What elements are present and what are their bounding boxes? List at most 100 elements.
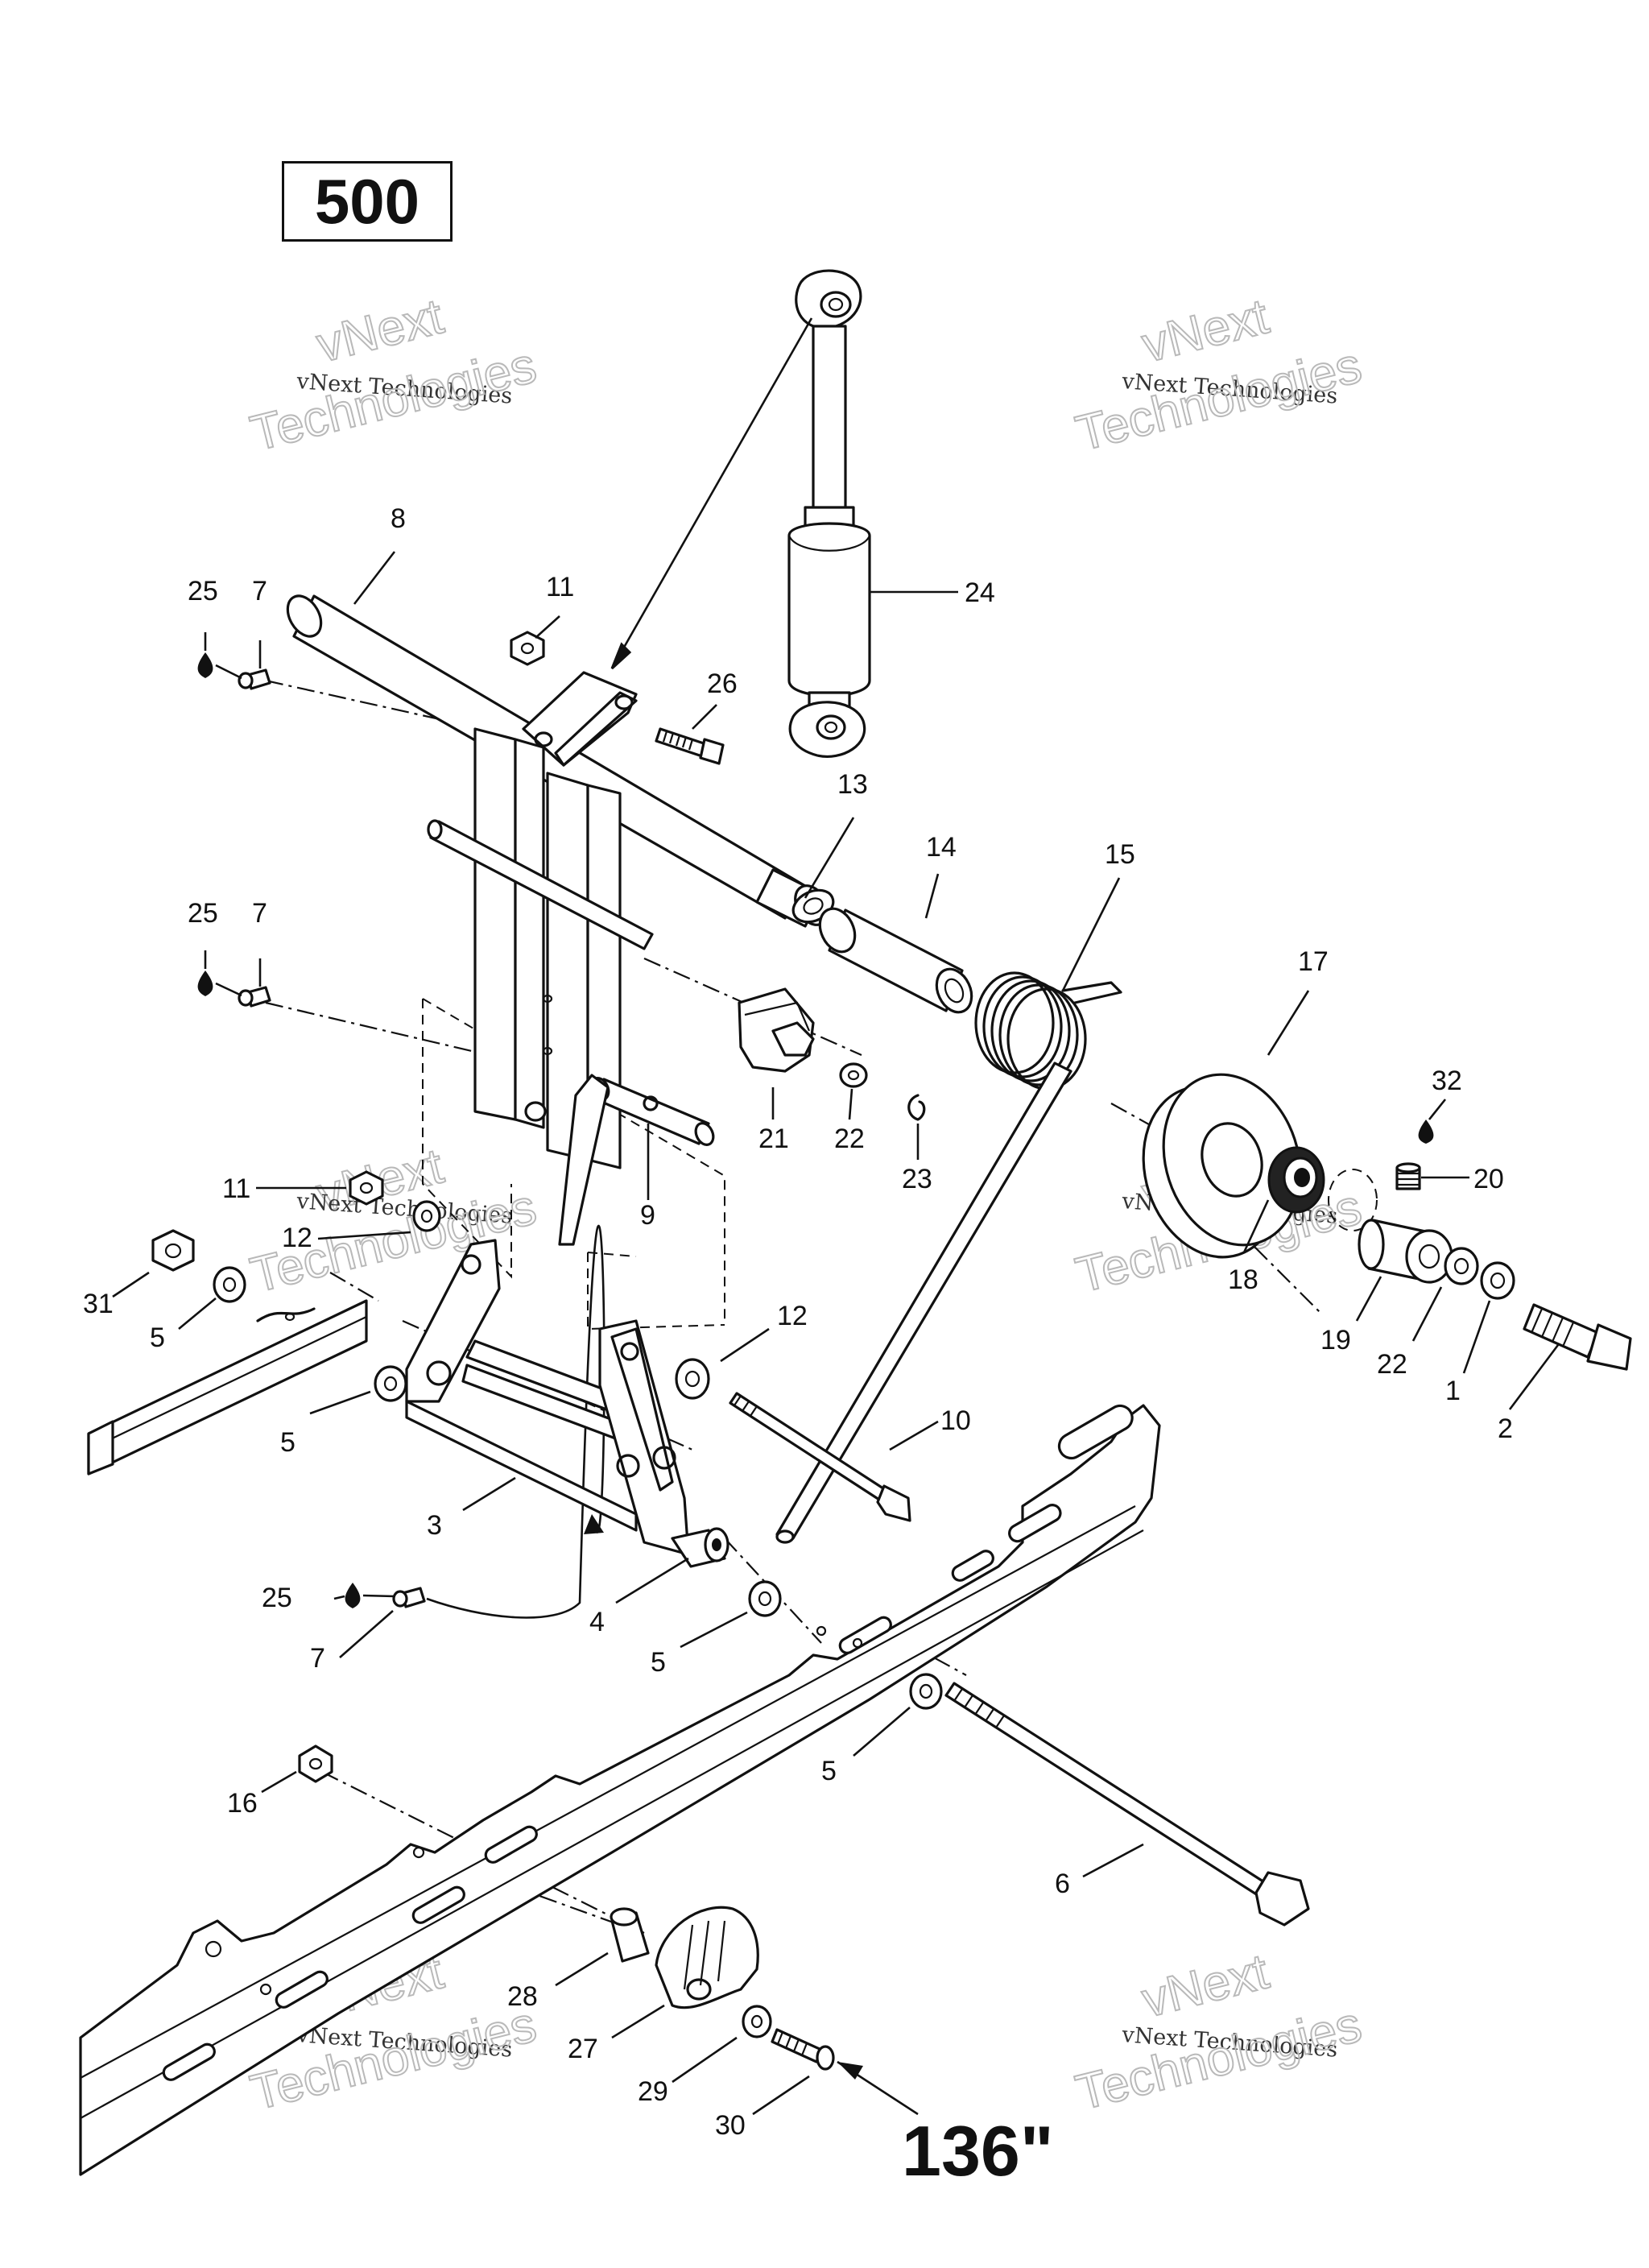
grease-fitting-top <box>197 652 271 690</box>
watermark-top-right: vNext vNext Technologies Technologies <box>1070 288 1368 462</box>
callout-7: 7 <box>310 1643 325 1674</box>
washer-5-top-left <box>213 1266 246 1303</box>
sleeve-28 <box>610 1907 650 1963</box>
callout-5: 5 <box>821 1756 837 1786</box>
callout-5: 5 <box>150 1322 165 1353</box>
set-screw-20 <box>1395 1162 1421 1190</box>
callout-22: 22 <box>1377 1349 1407 1380</box>
callout-7: 7 <box>252 898 267 929</box>
callout-28: 28 <box>507 1981 538 2012</box>
shock-mount-arrow <box>610 317 813 670</box>
adjuster-21 <box>738 987 815 1073</box>
callout-12: 12 <box>777 1301 808 1331</box>
grease-line-top <box>215 664 242 680</box>
washer-5-right <box>909 1673 943 1710</box>
callout-19: 19 <box>1320 1325 1351 1355</box>
washer-12-right <box>675 1358 710 1400</box>
grease-fitting-bottom <box>345 1583 426 1608</box>
spacer-14 <box>818 907 973 1014</box>
callout-32: 32 <box>1432 1066 1462 1096</box>
washer-5-mid-left <box>374 1365 407 1402</box>
grease-line-bottom <box>362 1594 395 1598</box>
model-label: 500 <box>314 165 420 237</box>
nut-11-lower <box>349 1170 384 1206</box>
callout-6: 6 <box>1055 1869 1070 1899</box>
clip-23 <box>907 1094 926 1121</box>
callout-24: 24 <box>965 577 995 608</box>
callout-25: 25 <box>188 898 218 929</box>
leader-lines <box>112 551 1560 2116</box>
svg-text:vNext: vNext <box>1137 1943 1274 2028</box>
callout-4: 4 <box>589 1607 605 1637</box>
callout-5: 5 <box>651 1647 666 1678</box>
torsion-spring-15 <box>775 971 1122 1544</box>
callout-12: 12 <box>282 1223 312 1253</box>
callout-20: 20 <box>1473 1164 1504 1194</box>
callout-2: 2 <box>1498 1413 1513 1444</box>
watermark-bottom-right: vNext vNext Technologies Technologies <box>1070 1943 1368 2121</box>
callout-26: 26 <box>707 668 738 699</box>
watermark-top-left: vNext vNext Technologies Technologies <box>245 288 543 462</box>
callout-11: 11 <box>222 1173 250 1204</box>
svg-text:Technologies: Technologies <box>1071 1997 1367 2121</box>
callout-25: 25 <box>262 1583 292 1613</box>
bushing-4 <box>671 1527 729 1568</box>
grease-fitting-middle <box>197 971 271 1008</box>
stopper-27 <box>655 1906 759 2009</box>
callout-21: 21 <box>758 1124 789 1154</box>
callout-31: 31 <box>83 1289 114 1319</box>
rear-arm-3 <box>405 1239 690 1556</box>
left-rail-fragment <box>87 1299 368 1475</box>
callout-18: 18 <box>1228 1264 1258 1295</box>
callout-11: 11 <box>546 572 574 602</box>
callout-13: 13 <box>837 769 868 800</box>
hub-19 <box>1358 1219 1453 1284</box>
callout-15: 15 <box>1105 839 1135 870</box>
callout-10: 10 <box>940 1405 971 1436</box>
callout-30: 30 <box>715 2110 746 2141</box>
callout-9: 9 <box>640 1200 655 1231</box>
washer-12-left <box>412 1200 441 1232</box>
bolt-26 <box>655 727 725 765</box>
loctite-drop-32 <box>1418 1120 1434 1144</box>
callout-8: 8 <box>391 503 406 534</box>
bolt-10 <box>729 1392 911 1522</box>
callout-27: 27 <box>568 2034 598 2064</box>
svg-text:vNext: vNext <box>1137 288 1274 373</box>
washer-1 <box>1480 1261 1515 1300</box>
washer-5-center <box>748 1580 782 1617</box>
track-length-label: 136" <box>902 2111 1054 2191</box>
callout-17: 17 <box>1298 946 1329 977</box>
lower-pin-9 <box>427 819 715 1246</box>
grease-line-middle <box>215 982 242 997</box>
svg-text:vNext: vNext <box>312 288 448 373</box>
callout-22: 22 <box>834 1124 865 1154</box>
callout-labels: 8 25 7 11 26 24 13 14 15 17 32 20 25 7 2… <box>83 503 1513 2141</box>
washer-22-left <box>839 1062 868 1088</box>
callout-23: 23 <box>902 1164 932 1194</box>
screw-30 <box>771 2028 835 2071</box>
model-label-box: 500 <box>282 161 453 242</box>
slide-rail <box>79 1404 1161 2176</box>
bolt-2 <box>1523 1303 1632 1371</box>
shock-absorber <box>787 269 871 758</box>
bolt-6 <box>944 1682 1310 1927</box>
callout-1: 1 <box>1445 1376 1461 1406</box>
callout-7: 7 <box>252 576 267 606</box>
side-arm-plates <box>473 727 622 1169</box>
washer-22-right <box>1444 1247 1479 1285</box>
callout-3: 3 <box>427 1510 442 1541</box>
callout-25: 25 <box>188 576 218 606</box>
plate-eye <box>524 1101 547 1122</box>
bearing-18 <box>1267 1146 1378 1231</box>
callout-29: 29 <box>638 2076 668 2107</box>
nut-11-top <box>510 631 545 666</box>
callout-16: 16 <box>227 1788 258 1819</box>
nut-31 <box>151 1229 195 1272</box>
callout-5: 5 <box>280 1427 295 1458</box>
fitting-arrow <box>426 1224 605 1619</box>
washer-29 <box>742 2005 772 2038</box>
callout-14: 14 <box>926 832 957 863</box>
shock-bracket <box>522 671 638 767</box>
